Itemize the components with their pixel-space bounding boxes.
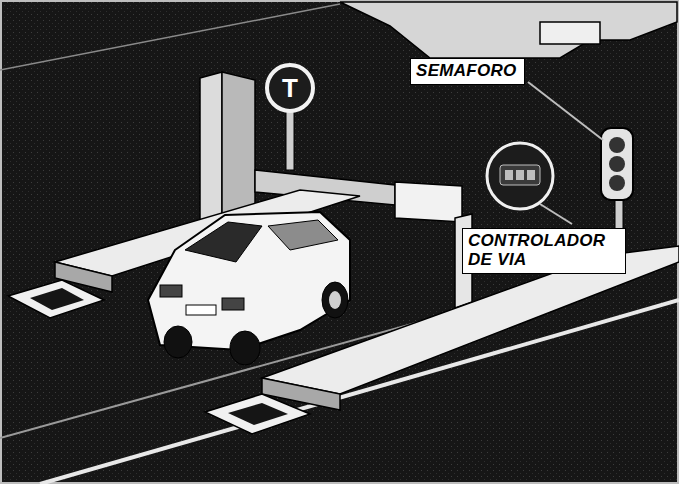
wheel xyxy=(322,282,348,318)
island-arrow xyxy=(205,394,310,434)
canopy xyxy=(340,2,677,58)
callout-label: SEMAFORO xyxy=(411,59,522,82)
canopy-box xyxy=(540,22,600,44)
island-arrow-inner xyxy=(30,288,84,310)
leader-line xyxy=(528,82,603,140)
island-arrow-inner xyxy=(228,403,288,425)
lamp xyxy=(609,175,625,191)
wheel xyxy=(230,331,260,365)
traffic-light xyxy=(601,128,633,200)
toll-sign xyxy=(267,65,313,111)
side-window xyxy=(268,220,338,250)
sign-post xyxy=(286,108,294,170)
rear-window xyxy=(185,222,262,262)
leader-line xyxy=(540,204,572,224)
car xyxy=(148,212,350,365)
tail-light xyxy=(222,298,244,310)
lamp xyxy=(609,156,625,172)
lamp xyxy=(609,137,625,153)
controller-display xyxy=(500,165,540,185)
display-segment xyxy=(505,170,513,180)
lane-line xyxy=(40,300,679,484)
island-arrow xyxy=(8,280,104,318)
callout-box: CONTROLADOR DE VIA xyxy=(462,228,626,274)
wheel xyxy=(164,326,192,358)
callout-label: CONTROLADOR DE VIA xyxy=(463,229,623,271)
callout-box: SEMAFORO xyxy=(410,58,525,85)
booth-wall xyxy=(200,72,222,238)
ticket-box xyxy=(395,182,462,222)
display-segment xyxy=(516,170,524,180)
display-segment xyxy=(527,170,535,180)
lane-controller xyxy=(487,143,553,209)
hub xyxy=(329,291,341,309)
sign-letter: T xyxy=(282,74,298,102)
tail-light xyxy=(160,285,182,297)
roof-line xyxy=(0,4,340,70)
plate xyxy=(186,305,216,315)
